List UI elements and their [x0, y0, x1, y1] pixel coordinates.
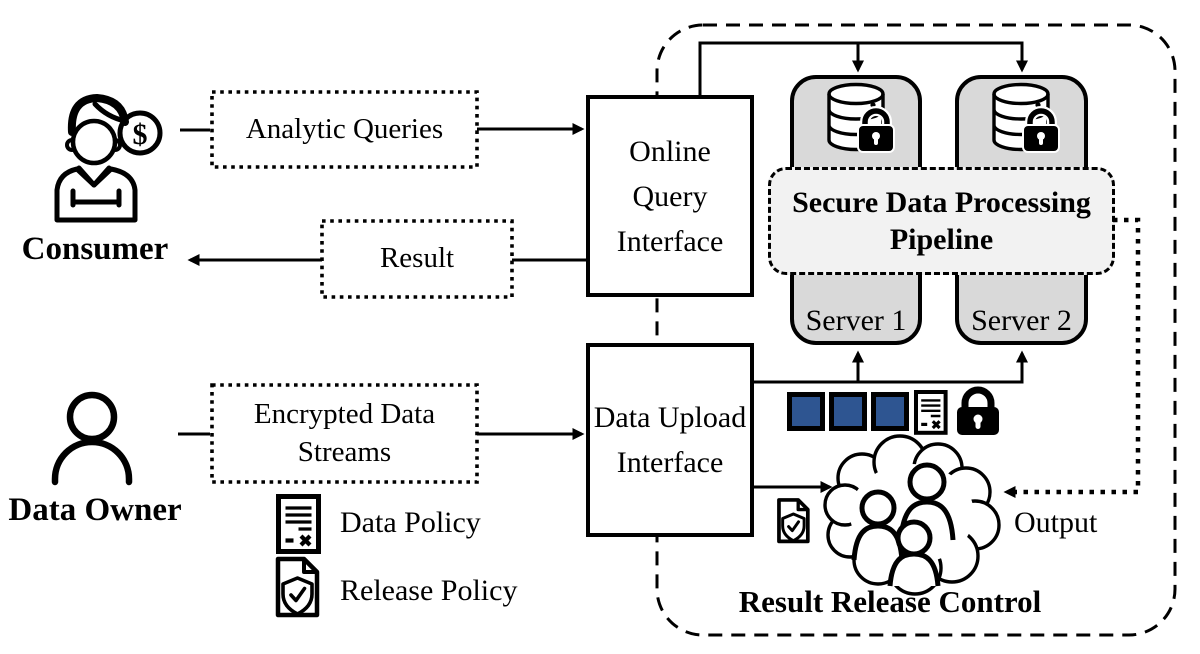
output-label: Output [1014, 506, 1098, 539]
dui-to-server2-arrow [752, 350, 1028, 384]
data-policy-label: Data Policy [340, 506, 481, 539]
encrypted-data-streams-label: Encrypted Data Streams [253, 397, 436, 468]
consumer-label: Consumer [21, 231, 169, 267]
data-owner-label: Data Owner [8, 492, 182, 528]
result-label: Result [379, 242, 455, 275]
result-box [320, 219, 514, 299]
oqi-to-server2-arrow [698, 41, 1028, 95]
secure-pipeline-box: Secure Data Processing Pipeline [768, 167, 1115, 275]
analytic-queries-box [210, 90, 479, 169]
online-query-interface-box: Online Query Interface [586, 95, 754, 297]
analytic-queries-label: Analytic Queries [245, 112, 444, 145]
data-upload-interface-box: Data Upload Interface [586, 343, 754, 537]
release-policy-label: Release Policy [340, 574, 518, 607]
encrypted-data-streams-box [210, 383, 479, 484]
result-release-control-label: Result Release Control [738, 584, 1042, 619]
result-release-control-boundary [655, 23, 1177, 637]
